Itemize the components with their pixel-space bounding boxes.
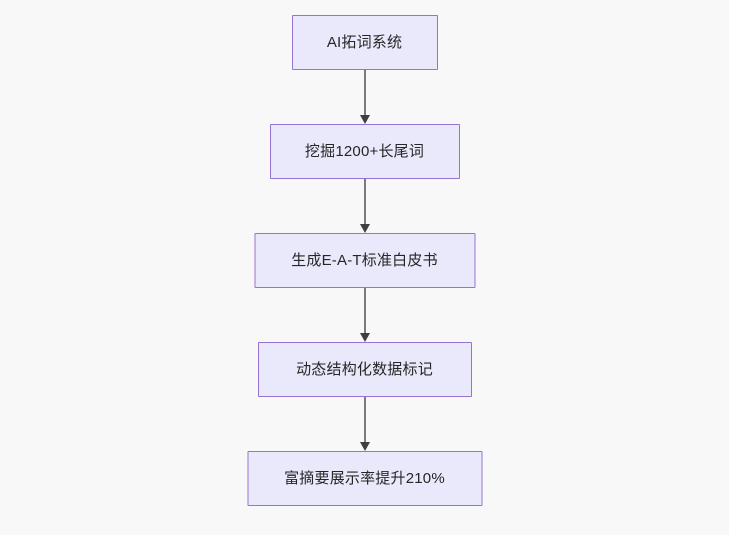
flow-node-label: 挖掘1200+长尾词 [304,143,425,160]
arrow-down-icon [359,333,370,342]
flow-node-label: 动态结构化数据标记 [296,361,433,378]
arrow-down-icon [359,224,370,233]
flow-node-label: 富摘要展示率提升210% [284,470,445,487]
flow-edge-n2-to-n3 [359,179,371,233]
arrow-down-icon [359,115,370,124]
flow-node-mine-longtail-keywords[interactable]: 挖掘1200+长尾词 [269,124,460,179]
edge-line [363,397,366,444]
flow-node-label: 生成E-A-T标准白皮书 [291,252,438,269]
edge-line [363,288,366,335]
edge-line [363,179,366,226]
flow-edge-n4-to-n5 [359,397,371,451]
arrow-down-icon [359,442,370,451]
flow-node-ai-keyword-system[interactable]: AI拓词系统 [291,15,438,70]
flow-node-rich-snippet-impression-lift[interactable]: 富摘要展示率提升210% [247,451,482,506]
flow-node-generate-eat-whitepaper[interactable]: 生成E-A-T标准白皮书 [254,233,475,288]
edge-line [363,70,366,117]
flow-node-dynamic-structured-data-markup[interactable]: 动态结构化数据标记 [257,342,472,397]
flow-edge-n1-to-n2 [359,70,371,124]
flow-edge-n3-to-n4 [359,288,371,342]
flow-node-label: AI拓词系统 [326,34,403,51]
